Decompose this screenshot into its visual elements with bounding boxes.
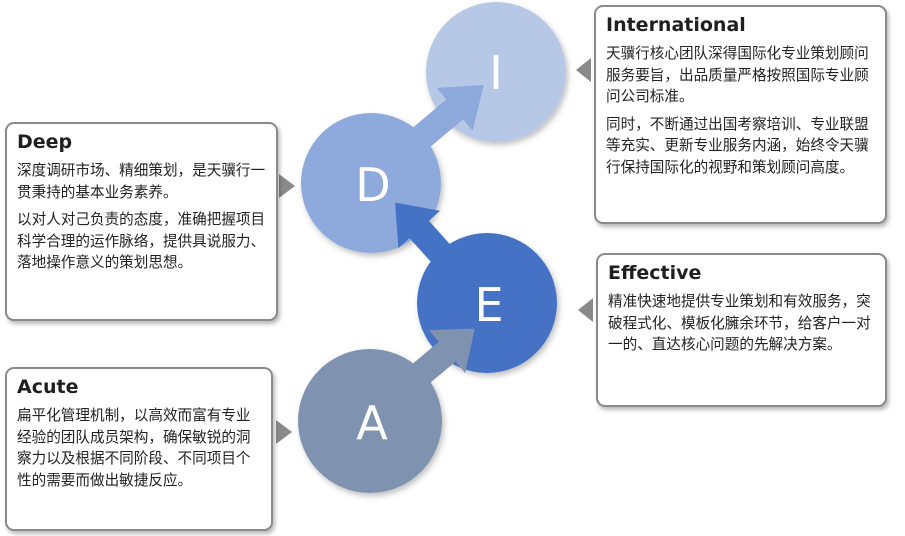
international-pointer-icon — [576, 58, 591, 82]
deep-title: Deep — [17, 131, 73, 153]
acute-para-1: 扁平化管理机制，以高效而富有专业经验的团队成员架构，确保敏锐的洞察力以及根据不同… — [17, 407, 251, 489]
effective-title: Effective — [608, 262, 702, 284]
effective-pointer-icon — [578, 298, 593, 322]
international-para-2: 同时，不断通过出国考察培训、专业联盟等充实、更新专业服务内涵，始终令天骥行保持国… — [606, 115, 869, 176]
circle-e-letter: E — [474, 278, 503, 332]
circle-a-letter: A — [356, 396, 388, 450]
arrow-d-to-i-icon — [389, 85, 484, 167]
arrow-a-to-e-icon — [383, 328, 475, 408]
circle-d-letter: D — [355, 158, 390, 212]
acute-title: Acute — [17, 376, 79, 398]
deep-pointer-icon — [279, 174, 295, 198]
deep-para-2: 以对人对己负责的态度，准确把握项目科学合理的运作脉络，提供具说服力、落地操作意义… — [17, 211, 266, 271]
arrow-e-to-d-icon — [395, 202, 472, 286]
international-title: International — [606, 14, 746, 36]
effective-para-1: 精准快速地提供专业策划和有效服务，突破程式化、模板化臃余环节，给客户一对一的、直… — [608, 293, 871, 353]
international-card: International 天骥行核心团队深得国际化专业策划顾问服务要旨，出品质… — [594, 5, 887, 224]
acute-pointer-icon — [276, 420, 292, 444]
deep-card: Deep 深度调研市场、精细策划，是天骥行一贯秉持的基本业务素养。 以对人对己负… — [5, 122, 278, 321]
international-para-1: 天骥行核心团队深得国际化专业策划顾问服务要旨，出品质量严格按照国际专业顾问公司标… — [606, 45, 869, 105]
circle-i-letter: I — [489, 46, 503, 100]
deep-para-1: 深度调研市场、精细策划，是天骥行一贯秉持的基本业务素养。 — [17, 162, 266, 201]
effective-card: Effective 精准快速地提供专业策划和有效服务，突破程式化、模板化臃余环节… — [596, 253, 887, 407]
acute-card: Acute 扁平化管理机制，以高效而富有专业经验的团队成员架构，确保敏锐的洞察力… — [5, 367, 273, 531]
